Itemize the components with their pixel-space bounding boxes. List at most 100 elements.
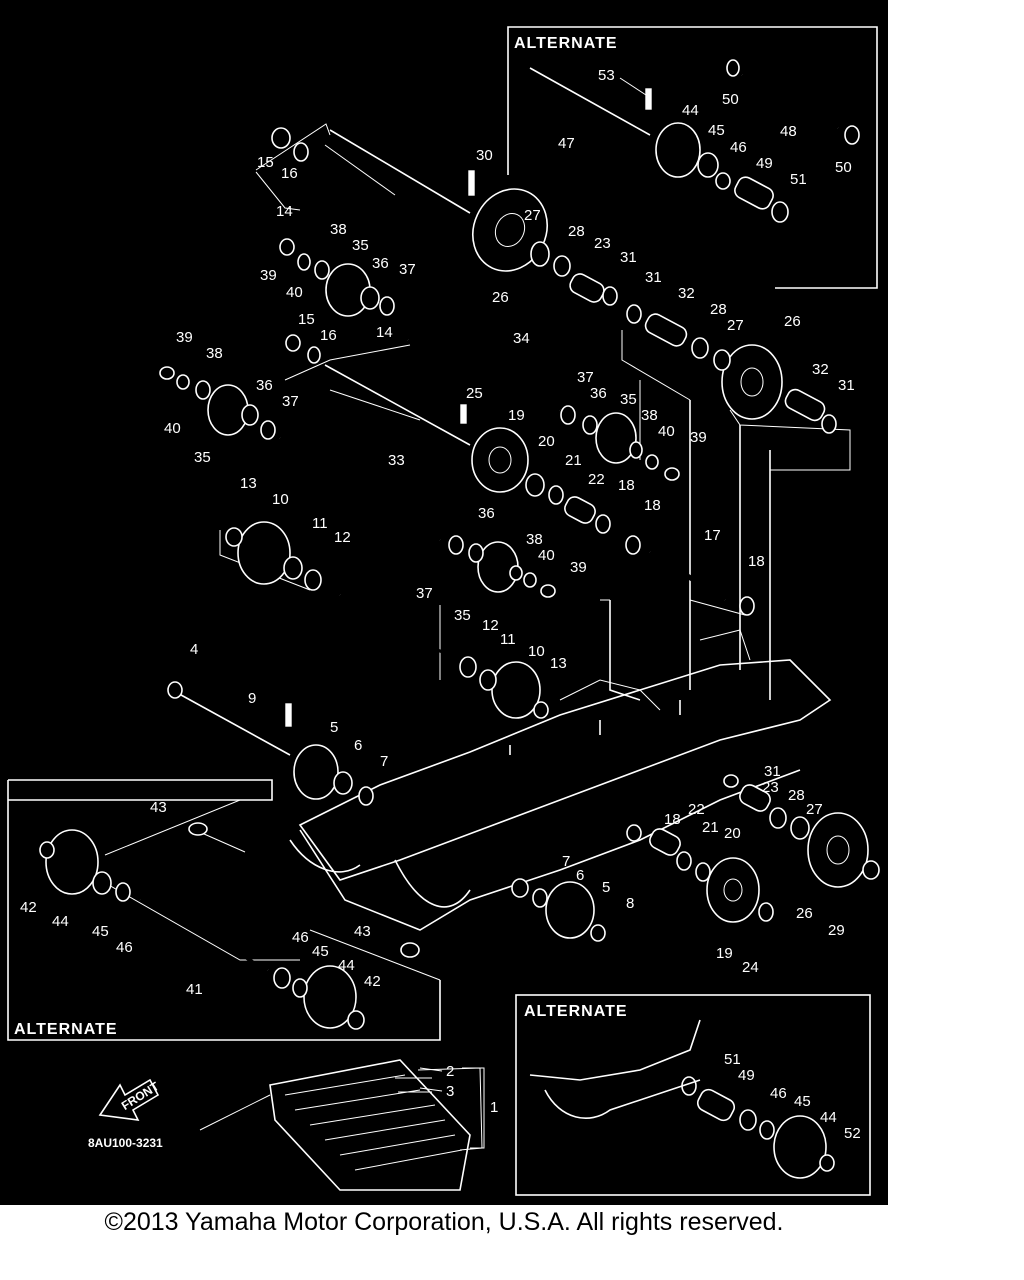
- callout-41: 41: [186, 981, 203, 998]
- callout-37c: 37: [577, 369, 594, 386]
- callout-51b: 51: [724, 1051, 741, 1068]
- callout-34: 34: [513, 330, 530, 347]
- suspension-frame: [289, 400, 832, 931]
- callout-11b: 11: [500, 631, 516, 648]
- callout-14: 14: [276, 203, 293, 220]
- callout-45b: 45: [92, 923, 109, 940]
- callout-50b: 50: [835, 159, 852, 176]
- exploded-view-drawing: ALTERNATE ALTERNATE ALTERNATE: [7, 26, 880, 1196]
- bracket-lines: [419, 77, 647, 1149]
- callout-38d: 38: [526, 531, 543, 548]
- callout-27b: 27: [727, 317, 744, 334]
- parts-diagram: ALTERNATE ALTERNATE ALTERNATE: [0, 0, 888, 1205]
- callout-36c: 36: [590, 385, 607, 402]
- callout-50: 50: [722, 91, 739, 108]
- callout-23: 23: [594, 235, 611, 252]
- alternate-bottom-rail: [529, 1019, 701, 1119]
- callout-3: 3: [446, 1083, 454, 1100]
- callout-27c: 27: [806, 801, 823, 818]
- callout-1: 1: [490, 1099, 498, 1116]
- callout-16b: 16: [320, 327, 337, 344]
- callout-35b: 35: [194, 449, 211, 466]
- callout-24: 24: [742, 959, 759, 976]
- callout-7: 7: [380, 753, 388, 770]
- callout-29: 29: [828, 922, 845, 939]
- callout-10b: 10: [528, 643, 545, 660]
- callout-46d: 46: [770, 1085, 787, 1102]
- callout-37: 37: [399, 261, 416, 278]
- alternate-label-bottom: ALTERNATE: [524, 1003, 628, 1020]
- callout-18b: 18: [644, 497, 661, 514]
- callout-44d: 44: [820, 1109, 837, 1126]
- callout-17: 17: [704, 527, 721, 544]
- callout-8: 8: [626, 895, 634, 912]
- callout-36b: 36: [256, 377, 273, 394]
- callout-46: 46: [730, 139, 747, 156]
- callout-14b: 14: [376, 324, 393, 341]
- callout-49b: 49: [738, 1067, 755, 1084]
- callout-37d: 37: [416, 585, 433, 602]
- callout-labels: 53 50 44 45 48 47 46 49 50 51 30 15 16 1…: [20, 67, 861, 1142]
- callout-38: 38: [330, 221, 347, 238]
- callout-7b: 7: [562, 853, 570, 870]
- callout-36d: 36: [478, 505, 495, 522]
- callout-39b: 39: [176, 329, 193, 346]
- callout-20b: 20: [724, 825, 741, 842]
- callout-15: 15: [257, 154, 274, 171]
- callout-30: 30: [476, 147, 493, 164]
- diagram-code: 8AU100-3231: [88, 1136, 163, 1150]
- callout-49: 49: [756, 155, 773, 172]
- callout-4: 4: [190, 641, 198, 658]
- callout-31d: 31: [764, 763, 781, 780]
- callout-44: 44: [682, 102, 699, 119]
- small-parts: [39, 59, 880, 1172]
- alternate-box-bottom: ALTERNATE: [515, 994, 871, 1196]
- callout-28c: 28: [788, 787, 805, 804]
- callout-22: 22: [588, 471, 605, 488]
- alternate-box-left: ALTERNATE: [7, 779, 441, 1041]
- wheels: [45, 122, 869, 1179]
- callout-43b: 43: [354, 923, 371, 940]
- callout-44c: 44: [338, 957, 355, 974]
- shafts: [139, 67, 841, 972]
- callout-39: 39: [260, 267, 277, 284]
- callout-23b: 23: [762, 779, 779, 796]
- callout-42b: 42: [364, 973, 381, 990]
- track-illustration: [199, 1059, 483, 1191]
- callout-18: 18: [618, 477, 635, 494]
- callout-35d: 35: [454, 607, 471, 624]
- callout-18d: 18: [664, 811, 681, 828]
- callout-40: 40: [286, 284, 303, 301]
- callout-45: 45: [708, 122, 725, 139]
- callout-31b: 31: [645, 269, 662, 286]
- callout-45c: 45: [312, 943, 329, 960]
- callout-12b: 12: [482, 617, 499, 634]
- callout-39d: 39: [570, 559, 587, 576]
- callout-39c: 39: [690, 429, 707, 446]
- callout-9: 9: [248, 690, 256, 707]
- callout-46c: 46: [292, 929, 309, 946]
- callout-38c: 38: [641, 407, 658, 424]
- callout-35: 35: [352, 237, 369, 254]
- callout-20: 20: [538, 433, 555, 450]
- callout-33: 33: [388, 452, 405, 469]
- callout-42: 42: [20, 899, 37, 916]
- callout-10: 10: [272, 491, 289, 508]
- callout-28: 28: [568, 223, 585, 240]
- callout-32: 32: [678, 285, 695, 302]
- callout-16: 16: [281, 165, 298, 182]
- callout-43: 43: [150, 799, 167, 816]
- callout-47: 47: [558, 135, 575, 152]
- callout-35c: 35: [620, 391, 637, 408]
- callout-26: 26: [492, 289, 509, 306]
- callout-19b: 19: [716, 945, 733, 962]
- callout-19: 19: [508, 407, 525, 424]
- callout-13: 13: [240, 475, 257, 492]
- callout-40b: 40: [164, 420, 181, 437]
- callout-44b: 44: [52, 913, 69, 930]
- callout-46b: 46: [116, 939, 133, 956]
- callout-27: 27: [524, 207, 541, 224]
- callout-18c: 18: [748, 553, 765, 570]
- callout-40c: 40: [658, 423, 675, 440]
- front-arrow-icon: FRONT: [98, 1079, 162, 1121]
